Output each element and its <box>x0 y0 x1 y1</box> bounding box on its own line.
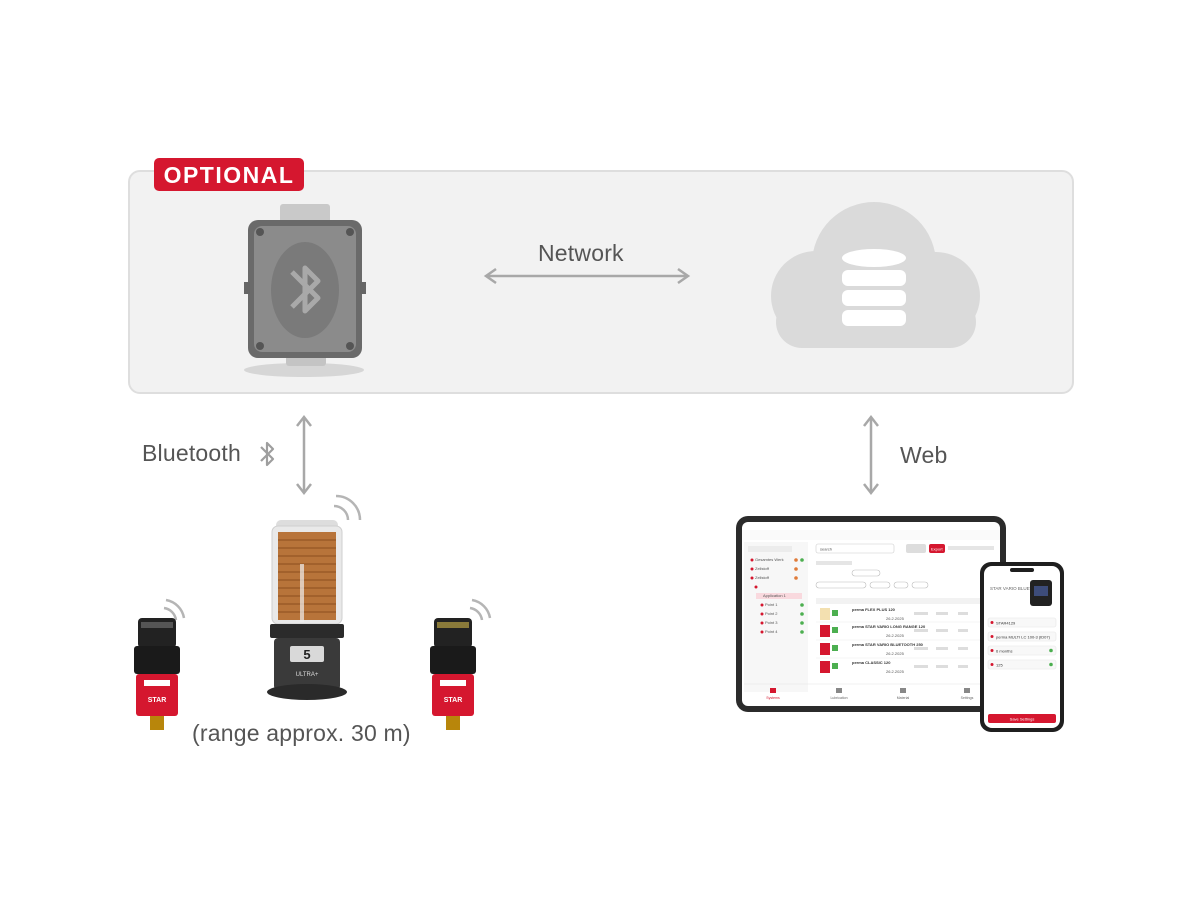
bluetooth-small-icon <box>260 441 275 467</box>
ultra-display-value: 5 <box>303 647 310 662</box>
svg-text:26.2.2025: 26.2.2025 <box>886 633 905 638</box>
svg-text:26.2.2025: 26.2.2025 <box>886 616 905 621</box>
svg-text:Material: Material <box>897 696 910 700</box>
lubricator-right: STAR <box>430 598 492 730</box>
svg-text:Systems: Systems <box>766 696 780 700</box>
web-arrow <box>863 414 879 496</box>
svg-text:Zellstoff: Zellstoff <box>755 566 770 571</box>
svg-text:STAR4129: STAR4129 <box>996 621 1016 626</box>
signal-waves-icon <box>469 598 492 621</box>
svg-text:perma STAR VARIO BLUETOOTH 250: perma STAR VARIO BLUETOOTH 250 <box>852 642 924 647</box>
gateway-device <box>244 204 366 377</box>
svg-text:Export: Export <box>931 547 943 552</box>
svg-text:search: search <box>820 547 832 552</box>
sidebar-tree: Gesamtes Werk Zellstoff Zellstoff Applic… <box>748 546 804 634</box>
lubricator-left: STAR <box>134 598 186 730</box>
tablet-search-input <box>815 543 895 554</box>
svg-text:perma CLASSIC 120: perma CLASSIC 120 <box>852 660 891 665</box>
bluetooth-icon <box>271 242 339 338</box>
signal-waves-icon <box>333 494 362 521</box>
svg-text:26.2.2025: 26.2.2025 <box>886 651 905 656</box>
tablet-table: perma FLEX PLUS 120 26.2.2025 perma STAR… <box>816 607 998 674</box>
svg-text:Gesamtes Werk: Gesamtes Werk <box>755 557 784 562</box>
svg-text:125: 125 <box>996 663 1003 668</box>
svg-text:perma FLEX PLUS 120: perma FLEX PLUS 120 <box>852 607 896 612</box>
svg-text:26.2.2025: 26.2.2025 <box>886 669 905 674</box>
tablet-web-app: Gesamtes Werk Zellstoff Zellstoff Applic… <box>736 516 1006 712</box>
phone-save-button <box>988 714 1056 723</box>
range-label: (range approx. 30 m) <box>192 720 411 746</box>
svg-text:Zellstoff: Zellstoff <box>755 575 770 580</box>
svg-text:Save Settings: Save Settings <box>1010 717 1035 722</box>
tablet-bottom-nav: Systems Lubrication Material Settings <box>766 688 974 700</box>
web-label: Web <box>900 442 948 468</box>
svg-text:Point 1: Point 1 <box>765 602 778 607</box>
lubricator-ultra: 5 ULTRA+ <box>267 494 362 700</box>
svg-text:6 months: 6 months <box>996 649 1012 654</box>
cloud-database-icon <box>771 202 980 348</box>
network-label: Network <box>538 240 624 266</box>
svg-text:Settings: Settings <box>961 696 974 700</box>
tablet-export-button <box>929 544 945 553</box>
ultra-label: ULTRA+ <box>296 672 319 678</box>
optional-badge: OPTIONAL <box>154 158 304 191</box>
svg-text:perma STAR VARIO LONG RANGE 12: perma STAR VARIO LONG RANGE 120 <box>852 624 926 629</box>
bluetooth-arrow <box>296 414 312 496</box>
phone-app: STAR VARIO BLUETOOTH STAR4129 perma MULT… <box>980 562 1064 732</box>
svg-text:STAR VARIO BLUETOOTH: STAR VARIO BLUETOOTH <box>990 586 1045 591</box>
bluetooth-label: Bluetooth <box>142 440 241 466</box>
svg-text:Application 1: Application 1 <box>763 593 787 598</box>
svg-text:Point 2: Point 2 <box>765 611 778 616</box>
database-icon <box>842 249 906 326</box>
svg-text:perma MULTI LC 100-3 (ID07): perma MULTI LC 100-3 (ID07) <box>996 635 1051 640</box>
lubricator-left-label: STAR <box>148 697 167 704</box>
signal-waves-icon <box>163 598 186 621</box>
svg-text:Point 3: Point 3 <box>765 620 778 625</box>
network-arrow <box>483 267 691 285</box>
phone-fields: STAR4129 perma MULTI LC 100-3 (ID07) 6 m… <box>987 617 1057 670</box>
svg-text:Lubrication: Lubrication <box>830 696 847 700</box>
svg-text:Point 4: Point 4 <box>765 629 778 634</box>
lubricator-right-label: STAR <box>444 697 463 704</box>
